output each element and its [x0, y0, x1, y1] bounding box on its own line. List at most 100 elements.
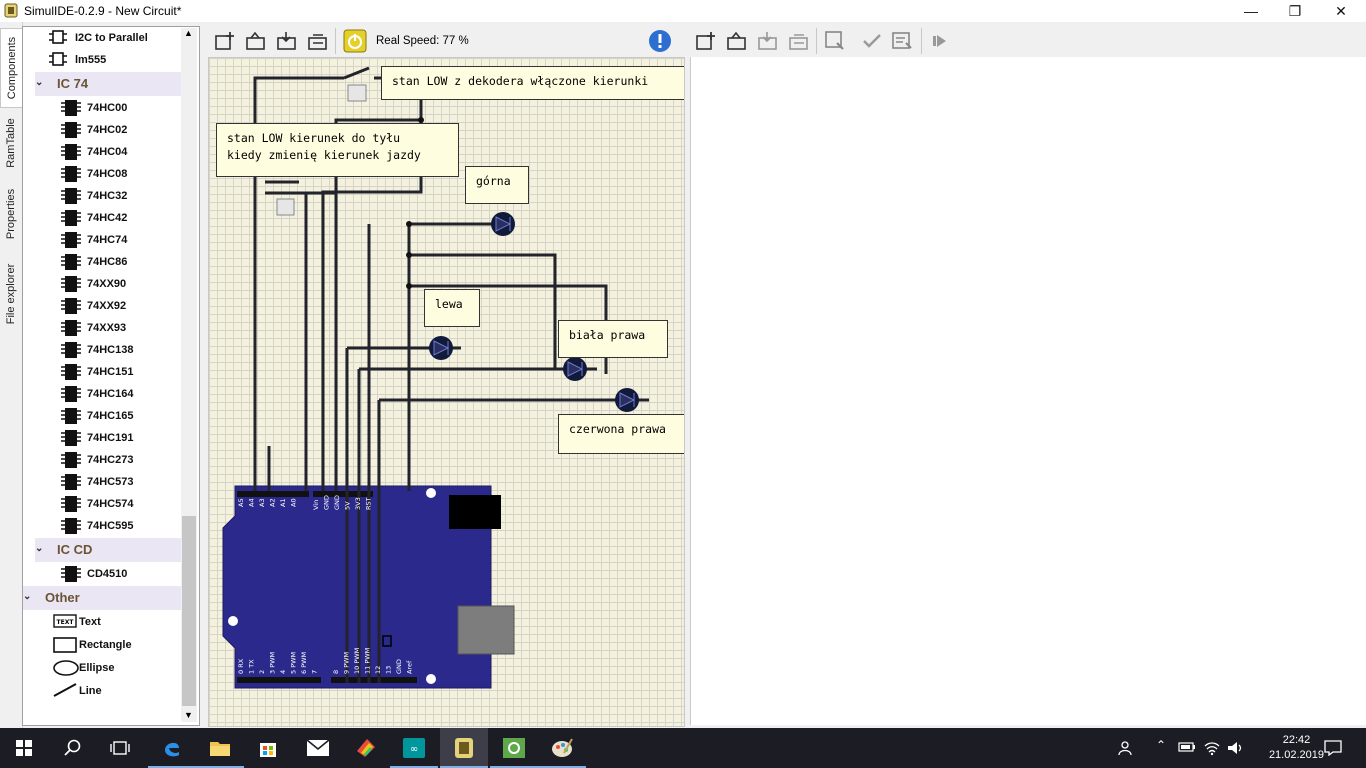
led-biala-prawa[interactable] [563, 357, 587, 381]
note-czerwona-prawa[interactable]: czerwona prawa [558, 414, 684, 454]
tree-item-74hc273[interactable]: 74HC273 [23, 449, 183, 471]
taskbar-app-colorful[interactable] [342, 728, 390, 768]
tree-category-other[interactable]: ⌄Other [23, 586, 181, 610]
debug-run-icon[interactable] [930, 30, 952, 52]
tree-item-74hc04[interactable]: 74HC04 [23, 141, 183, 163]
system-clock[interactable]: 22:42 21.02.2019 [1269, 733, 1324, 763]
tree-item-74xx92[interactable]: 74XX92 [23, 295, 183, 317]
taskbar-edge[interactable] [148, 728, 196, 768]
tree-item-cd4510[interactable]: CD4510 [23, 563, 183, 585]
info-icon[interactable] [648, 29, 672, 53]
tree-item-74hc74[interactable]: 74HC74 [23, 229, 183, 251]
tree-item-74hc138[interactable]: 74HC138 [23, 339, 183, 361]
tree-item-rectangle[interactable]: Rectangle [23, 634, 183, 656]
tree-item-74hc86[interactable]: 74HC86 [23, 251, 183, 273]
note-biala-prawa[interactable]: biała prawa [558, 320, 668, 358]
arduino-board[interactable] [222, 485, 515, 689]
tree-item-ellipse[interactable]: Ellipse [23, 657, 183, 679]
tree-item-1[interactable]: lm555 [23, 49, 183, 71]
taskbar-simulide[interactable] [440, 728, 488, 768]
tree-item-74hc191[interactable]: 74HC191 [23, 427, 183, 449]
minimize-button[interactable]: — [1244, 3, 1258, 19]
upload-icon[interactable] [891, 30, 913, 52]
tree-item-74hc42[interactable]: 74HC42 [23, 207, 183, 229]
note-gorna[interactable]: górna [465, 166, 529, 204]
tree-category-0[interactable]: ⌄IC 74 [35, 72, 181, 96]
analog-header [237, 491, 309, 497]
chevron-down-icon[interactable]: ⌄ [23, 591, 32, 602]
save-circuit-icon[interactable] [276, 30, 298, 52]
search-icon[interactable] [64, 739, 82, 757]
tree-item-74xx90[interactable]: 74XX90 [23, 273, 183, 295]
switch-button[interactable] [347, 84, 367, 102]
note-dekoder[interactable]: stan LOW z dekodera włączone kierunki [381, 66, 684, 100]
wifi-icon[interactable] [1203, 740, 1221, 756]
led-lewa[interactable] [429, 336, 453, 360]
taskbar-store[interactable] [244, 728, 292, 768]
tab-properties[interactable]: Properties [5, 188, 17, 240]
switch-lever[interactable] [343, 66, 370, 80]
task-view-icon[interactable] [110, 739, 130, 757]
chip-icon [61, 342, 81, 361]
chevron-down-icon[interactable]: ⌄ [35, 77, 44, 88]
led-gorna[interactable] [491, 212, 515, 236]
tree-item-74hc00[interactable]: 74HC00 [23, 97, 183, 119]
tab-file-explorer[interactable]: File explorer [5, 263, 17, 325]
note-lewa[interactable]: lewa [424, 289, 480, 327]
tree-item-74hc151[interactable]: 74HC151 [23, 361, 183, 383]
taskbar-app-green[interactable] [490, 728, 538, 768]
tree-item-line[interactable]: Line [23, 680, 183, 702]
open-file-icon[interactable] [726, 30, 748, 52]
tree-item-74hc165[interactable]: 74HC165 [23, 405, 183, 427]
tree-item-74hc164[interactable]: 74HC164 [23, 383, 183, 405]
notifications-icon[interactable] [1324, 740, 1342, 756]
taskbar-explorer[interactable] [196, 728, 244, 768]
power-icon[interactable] [343, 29, 367, 53]
tree-item-74xx93[interactable]: 74XX93 [23, 317, 183, 339]
tree-item-74hc08[interactable]: 74HC08 [23, 163, 183, 185]
tree-item-74hc595[interactable]: 74HC595 [23, 515, 183, 537]
tab-ramtable[interactable]: RamTable [5, 118, 17, 168]
scroll-down-icon[interactable]: ▼ [184, 710, 193, 720]
tree-scrollbar[interactable]: ▲ ▼ [181, 28, 197, 722]
tree-item-label: 74HC04 [87, 146, 128, 158]
scroll-up-icon[interactable]: ▲ [184, 28, 193, 38]
tree-category-1[interactable]: ⌄IC CD [35, 538, 181, 562]
taskbar-paint[interactable] [538, 728, 586, 768]
volume-icon[interactable] [1226, 740, 1244, 756]
open-circuit-icon[interactable] [245, 30, 267, 52]
people-icon[interactable] [1118, 740, 1136, 756]
pin-label-rst: RST [365, 497, 373, 510]
tree-item-74hc574[interactable]: 74HC574 [23, 493, 183, 515]
taskbar-arduino[interactable]: ∞ [390, 728, 438, 768]
close-button[interactable]: ✕ [1335, 3, 1347, 19]
windows-start-icon[interactable] [16, 740, 32, 756]
find-icon[interactable] [824, 30, 846, 52]
chevron-up-icon[interactable]: ⌃ [1156, 738, 1167, 752]
save-file-as-icon[interactable] [788, 30, 810, 52]
new-file-icon[interactable] [695, 30, 717, 52]
restore-button[interactable]: ❐ [1288, 3, 1302, 19]
tree-item-0[interactable]: I2C to Parallel [23, 27, 183, 49]
paint-app-icon [357, 739, 375, 757]
splitter[interactable] [684, 26, 690, 726]
tab-components[interactable]: Components [0, 28, 23, 108]
tree-item-74hc32[interactable]: 74HC32 [23, 185, 183, 207]
tree-item-74hc573[interactable]: 74HC573 [23, 471, 183, 493]
chevron-down-icon[interactable]: ⌄ [35, 543, 44, 554]
compile-check-icon[interactable] [861, 30, 883, 52]
save-file-icon[interactable] [757, 30, 779, 52]
switch-button[interactable] [276, 198, 295, 216]
taskbar-mail[interactable] [294, 728, 342, 768]
scroll-thumb[interactable] [182, 516, 196, 706]
led-czerwona-prawa[interactable] [615, 388, 639, 412]
note-kierunek[interactable]: stan LOW kierunek do tyłu kiedy zmienię … [216, 123, 459, 177]
code-editor[interactable] [690, 57, 1366, 725]
tree-item-74hc02[interactable]: 74HC02 [23, 119, 183, 141]
save-as-icon[interactable] [307, 30, 329, 52]
new-circuit-icon[interactable] [214, 30, 236, 52]
battery-icon[interactable] [1178, 742, 1196, 752]
